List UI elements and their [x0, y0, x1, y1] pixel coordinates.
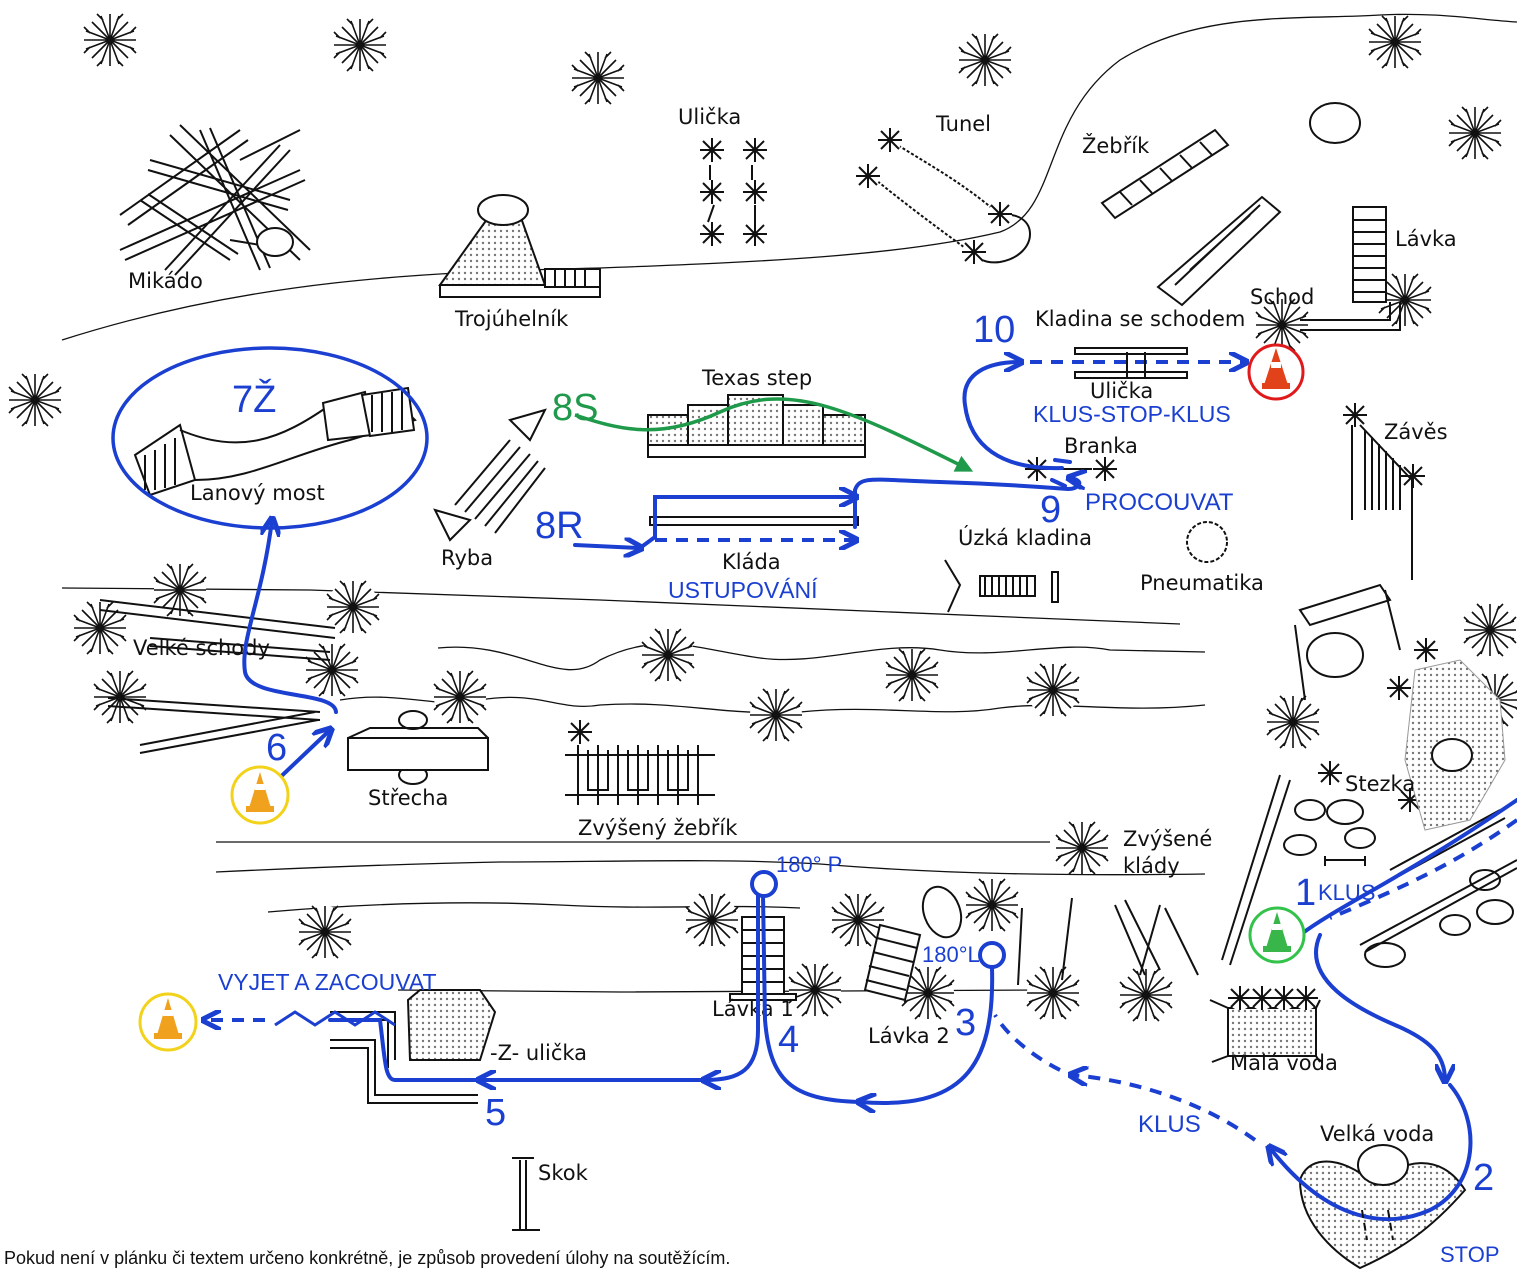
- label-zvysene-klady-1: Zvýšené: [1123, 827, 1212, 851]
- route-instruction-180l: 180°L: [922, 942, 980, 967]
- branka-obstacle: Branka: [1024, 434, 1138, 482]
- schod-obstacle: Schod: [1250, 285, 1401, 331]
- ryba-obstacle: Ryba: [433, 408, 547, 570]
- route-instruction-180p: 180° P: [776, 852, 842, 877]
- route-instruction-klus-1: KLUS: [1318, 880, 1375, 905]
- lanovy-most-obstacle: Lanový most: [133, 386, 417, 505]
- skok-obstacle: Skok: [512, 1157, 589, 1231]
- label-ulicka-top: Ulička: [678, 105, 741, 129]
- cone-finish-red: [1247, 343, 1305, 401]
- label-schod: Schod: [1250, 285, 1314, 309]
- label-pneumatika: Pneumatika: [1140, 571, 1264, 595]
- zaves-obstacle: Závěs: [1351, 420, 1448, 580]
- route-instruction-procouvat: PROCOUVAT: [1085, 489, 1234, 516]
- route-number-7z: 7Ž: [232, 378, 276, 421]
- route-instruction-vyjet: VYJET A ZACOUVAT: [218, 969, 437, 995]
- cone-yellow-1: [230, 765, 290, 825]
- route-number-2: 2: [1473, 1157, 1494, 1199]
- route-number-4: 4: [778, 1019, 799, 1061]
- label-uzka-kladina: Úzká kladina: [958, 525, 1092, 550]
- footer-note: Pokud není v plánku či textem určeno kon…: [4, 1248, 731, 1268]
- label-lavka2: Lávka 2: [868, 1024, 950, 1048]
- route-number-3: 3: [955, 1002, 976, 1044]
- trojuhelnik-obstacle: Trojúhelník: [438, 194, 601, 331]
- route-number-5: 5: [485, 1092, 506, 1134]
- lavka2-obstacle: Lávka 2: [863, 885, 963, 1048]
- route: [111, 346, 1517, 1241]
- uzka-kladina-obstacle: Úzká kladina: [944, 525, 1092, 613]
- label-ryba: Ryba: [441, 546, 493, 570]
- mala-voda-obstacle: Malá voda: [1209, 985, 1338, 1075]
- velka-voda-obstacle: Velká voda: [1298, 1122, 1467, 1270]
- ulicka-top-obstacle: Ulička: [678, 105, 768, 247]
- label-ulicka-mid: Ulička: [1090, 379, 1153, 403]
- lavka-obstacle: Lávka: [1352, 206, 1457, 303]
- route-number-8r: 8R: [535, 505, 584, 547]
- label-texas-step: Texas step: [701, 366, 812, 390]
- cone-start-green: [1248, 906, 1306, 964]
- tunel-obstacle: Tunel: [855, 112, 1031, 265]
- zebrik-obstacle: Žebřík: [1082, 128, 1282, 307]
- kladina-se-schodem-obstacle: Kladina se schodem Ulička: [1035, 307, 1245, 403]
- mikado-obstacle: Mikádo: [119, 124, 311, 293]
- route-number-10: 10: [973, 309, 1015, 351]
- stezka-obstacle: Stezka: [1221, 583, 1517, 968]
- label-kladina-se-schodem: Kladina se schodem: [1035, 307, 1245, 331]
- label-lavka: Lávka: [1395, 227, 1457, 251]
- cone-yellow-2: [138, 992, 198, 1052]
- label-klada: Kláda: [722, 550, 781, 574]
- route-instruction-klus-stop-klus: KLUS-STOP-KLUS: [1033, 401, 1231, 427]
- label-trojuhelnik: Trojúhelník: [454, 307, 569, 331]
- rock: [1309, 102, 1361, 144]
- label-zebrik: Žebřík: [1082, 133, 1150, 158]
- route-number-1: 1: [1295, 872, 1316, 914]
- route-number-9: 9: [1040, 489, 1061, 531]
- label-mala-voda: Malá voda: [1230, 1051, 1338, 1075]
- label-tunel: Tunel: [935, 112, 991, 136]
- zvysene-klady-obstacle: Zvýšené klády: [1017, 827, 1212, 986]
- label-velka-voda: Velká voda: [1320, 1122, 1434, 1146]
- texas-step-obstacle: Texas step: [647, 366, 866, 458]
- label-stezka: Stezka: [1345, 772, 1415, 796]
- label-zvysene-klady-2: klády: [1123, 854, 1180, 878]
- z-ulicka-obstacle: -Z- ulička: [330, 989, 587, 1104]
- label-zaves: Závěs: [1384, 420, 1448, 444]
- pneumatika-obstacle: Pneumatika: [1140, 521, 1264, 595]
- route-instruction-klus-2: KLUS: [1138, 1111, 1201, 1138]
- route-number-8s: 8S: [552, 387, 598, 429]
- label-velke-schody: Velké schody: [133, 636, 270, 660]
- route-instruction-stop: STOP: [1440, 1242, 1500, 1267]
- zvyseny-zebrik-obstacle: Zvýšený žebřík: [565, 745, 738, 840]
- strecha-obstacle: Střecha: [347, 710, 489, 810]
- label-skok: Skok: [538, 1161, 589, 1185]
- label-z-ulicka: -Z- ulička: [490, 1041, 587, 1065]
- label-strecha: Střecha: [368, 786, 448, 810]
- route-number-6: 6: [266, 727, 287, 769]
- label-lanovy-most: Lanový most: [190, 481, 325, 505]
- label-lavka1: Lávka 1: [712, 997, 794, 1021]
- klada-obstacle: Kláda: [649, 516, 859, 574]
- label-mikado: Mikádo: [128, 269, 203, 293]
- label-branka: Branka: [1064, 434, 1138, 458]
- label-zvyseny-zebrik: Zvýšený žebřík: [578, 816, 738, 840]
- route-instruction-ustupovani: USTUPOVÁNÍ: [668, 577, 818, 603]
